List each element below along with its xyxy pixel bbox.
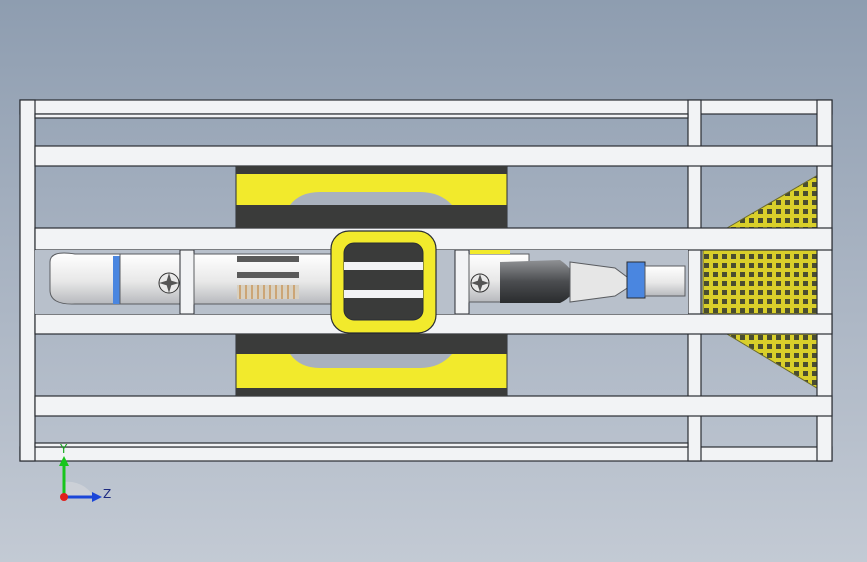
coil-array [237,256,299,299]
x-axis-icon [60,493,68,501]
clamp-block-bottom[interactable] [235,333,508,397]
z-axis-label: Z [103,487,112,501]
center-window-frame[interactable] [330,230,437,334]
mesh-cone[interactable] [702,167,831,397]
clamp-block-top[interactable] [235,165,508,229]
y-axis-label: Y [60,442,68,456]
coordinate-triad [59,456,102,502]
